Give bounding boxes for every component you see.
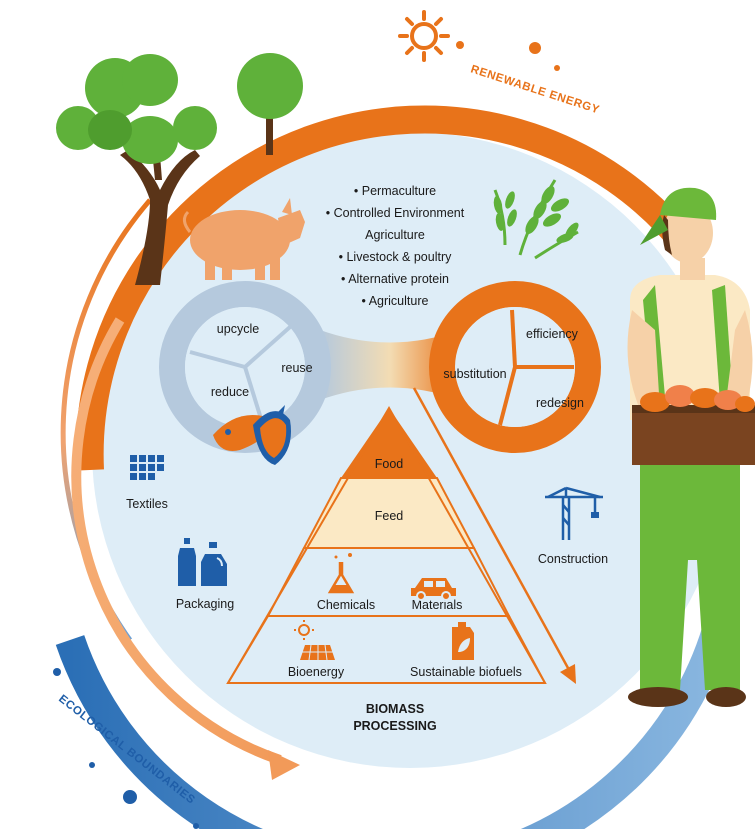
dot xyxy=(123,790,137,804)
chemicals-label: Chemicals xyxy=(317,598,375,612)
practice-item: • Permaculture xyxy=(354,184,436,198)
practice-item: Agriculture xyxy=(365,228,425,242)
upcycle-label: upcycle xyxy=(217,322,259,336)
redesign-label: redesign xyxy=(536,396,584,410)
dot xyxy=(53,668,61,676)
practice-item: • Livestock & poultry xyxy=(339,250,453,264)
packaging-label: Packaging xyxy=(176,597,234,611)
dot xyxy=(554,65,560,71)
construction-label: Construction xyxy=(538,552,608,566)
dot xyxy=(456,41,464,49)
ecological-boundaries-label: ECOLOGICAL BOUNDARIES xyxy=(56,693,197,807)
renewable-energy-label: RENEWABLE ENERGY xyxy=(469,63,601,116)
bioenergy-label: Bioenergy xyxy=(288,665,345,679)
reduce-label: reduce xyxy=(211,385,249,399)
food-label: Food xyxy=(375,457,404,471)
biomass-title-line1: BIOMASS xyxy=(366,702,424,716)
right-cycle-ring: efficiency substitution redesign xyxy=(442,294,588,440)
practice-item: • Controlled Environment xyxy=(326,206,465,220)
textiles-label: Textiles xyxy=(126,497,168,511)
dot xyxy=(89,762,95,768)
reuse-label: reuse xyxy=(281,361,312,375)
dot xyxy=(193,823,199,829)
dot xyxy=(529,42,541,54)
sun-icon xyxy=(400,12,448,60)
feed-label: Feed xyxy=(375,509,404,523)
substitution-label: substitution xyxy=(443,367,506,381)
practice-item: • Agriculture xyxy=(362,294,429,308)
efficiency-label: efficiency xyxy=(526,327,579,341)
practice-item: • Alternative protein xyxy=(341,272,449,286)
biomass-title-line2: PROCESSING xyxy=(353,719,436,733)
inner-flow-arrowhead xyxy=(268,750,300,780)
biofuels-label: Sustainable biofuels xyxy=(410,665,522,679)
